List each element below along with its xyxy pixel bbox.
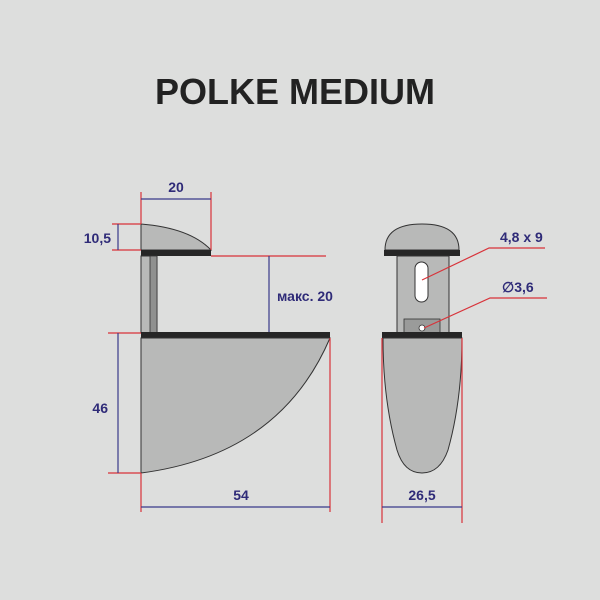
- dim-depth: 54: [233, 487, 249, 503]
- slot: [414, 261, 429, 303]
- dim-top-width: 20: [168, 179, 184, 195]
- side-view: 20 10,5 макс. 20 46 54: [84, 179, 333, 512]
- top-plate: [384, 250, 460, 256]
- front-view: 4,8 x 9 ∅3,6 26,5: [381, 223, 547, 523]
- dim-cap-height: 10,5: [84, 230, 111, 246]
- title: POLKE MEDIUM: [155, 71, 435, 112]
- bottom-plate: [141, 332, 330, 338]
- top-dome: [384, 223, 460, 251]
- dim-body-height: 46: [92, 400, 108, 416]
- bottom-body: [382, 337, 463, 474]
- slot-label: 4,8 x 9: [500, 229, 543, 245]
- hole-label: ∅3,6: [502, 279, 534, 295]
- post-strip: [149, 255, 158, 334]
- bottom-body: [140, 337, 331, 474]
- dim-gap: макс. 20: [277, 288, 333, 304]
- top-cap: [140, 223, 213, 251]
- bottom-plate: [382, 332, 462, 338]
- dim-width: 26,5: [408, 487, 435, 503]
- top-plate: [141, 250, 211, 256]
